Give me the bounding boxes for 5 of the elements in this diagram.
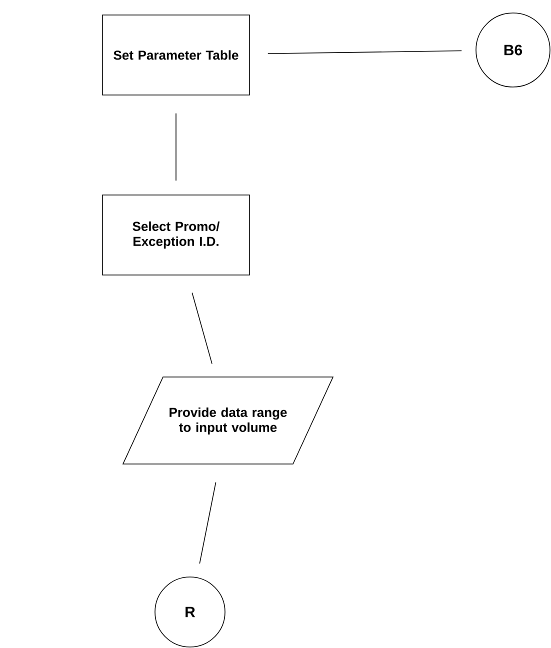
connector-line: [192, 292, 212, 364]
process-box: Select Promo/ Exception I.D.: [102, 194, 250, 276]
connector-line: [268, 50, 462, 54]
process-box: Set Parameter Table: [102, 14, 250, 96]
connector-line: [199, 482, 216, 564]
